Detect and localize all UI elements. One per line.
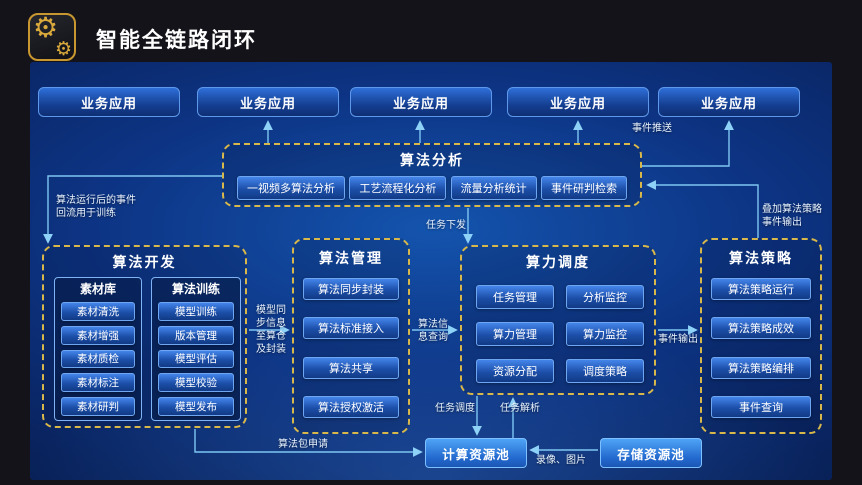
training-item: 模型发布 <box>158 397 234 416</box>
scheduling-item: 调度策略 <box>566 359 644 383</box>
material-item: 素材增强 <box>61 325 135 345</box>
label-event-push: 事件推送 <box>632 123 672 134</box>
training-box: 算法训练 模型训练 版本管理 模型评估 模型校验 模型发布 <box>151 277 241 421</box>
scheduling-item: 分析监控 <box>566 285 644 309</box>
page-title: 智能全链路闭环 <box>96 29 257 52</box>
app-box-3: 业务应用 <box>350 87 492 117</box>
label-task-dispatch: 任务下发 <box>426 220 466 231</box>
material-item: 素材质检 <box>61 349 135 369</box>
strategy-item: 算法策略编排 <box>711 356 811 379</box>
analysis-items: 一视频多算法分析 工艺流程化分析 流量分析统计 事件研判检索 <box>224 176 640 200</box>
label-task-parse: 任务解析 <box>500 403 540 414</box>
label-strategy-overlay: 叠加算法策略 事件输出 <box>762 204 822 228</box>
label-model-sync: 模型同 步信息 至算仓 及封装 <box>256 305 286 355</box>
management-item: 算法授权激活 <box>303 395 399 418</box>
material-item: 素材标注 <box>61 373 135 393</box>
analysis-section: 算法分析 一视频多算法分析 工艺流程化分析 流量分析统计 事件研判检索 <box>222 143 642 207</box>
label-task-schedule: 任务调度 <box>435 403 475 414</box>
material-library-box: 素材库 素材清洗 素材增强 素材质检 素材标注 素材研判 <box>54 277 142 421</box>
label-event-backflow: 算法运行后的事件 回流用于训练 <box>56 195 136 219</box>
management-item: 算法同步封装 <box>303 278 399 300</box>
gear-icon: ⚙ <box>33 12 59 43</box>
training-item: 模型校验 <box>158 373 234 393</box>
training-title: 算法训练 <box>171 282 220 296</box>
training-item: 模型评估 <box>158 349 234 369</box>
label-algo-info-query: 算法信 息查询 <box>418 319 448 343</box>
material-item: 素材清洗 <box>61 302 135 321</box>
scheduling-item: 任务管理 <box>476 285 554 309</box>
training-item: 版本管理 <box>158 325 234 345</box>
training-item: 模型训练 <box>158 302 234 321</box>
scheduling-item: 资源分配 <box>476 359 554 383</box>
app-box-4: 业务应用 <box>507 87 649 117</box>
strategy-item: 算法策略成效 <box>711 317 811 340</box>
analysis-item: 事件研判检索 <box>540 176 627 200</box>
management-item: 算法共享 <box>303 356 399 379</box>
scheduling-section: 算力调度 任务管理 分析监控 算力管理 算力监控 资源分配 调度策略 <box>460 245 656 395</box>
gear-icon: ⚙ <box>54 39 72 60</box>
logo-badge: ⚙ ⚙ <box>28 12 76 61</box>
scheduling-item: 算力管理 <box>476 322 554 346</box>
analysis-item: 一视频多算法分析 <box>237 176 345 200</box>
app-box-5: 业务应用 <box>658 87 800 117</box>
analysis-item: 工艺流程化分析 <box>349 176 447 200</box>
label-media: 录像、图片 <box>536 455 586 466</box>
development-section: 算法开发 素材库 素材清洗 素材增强 素材质检 素材标注 素材研判 算法训练 模… <box>42 245 247 428</box>
strategy-section: 算法策略 算法策略运行 算法策略成效 算法策略编排 事件查询 <box>700 238 822 434</box>
analysis-title: 算法分析 <box>400 152 464 168</box>
strategy-item: 事件查询 <box>711 395 811 418</box>
material-item: 素材研判 <box>61 397 135 416</box>
compute-pool: 计算资源池 <box>425 438 527 468</box>
storage-pool: 存储资源池 <box>600 438 702 468</box>
strategy-item: 算法策略运行 <box>711 278 811 300</box>
management-item: 算法标准接入 <box>303 317 399 340</box>
app-box-2: 业务应用 <box>197 87 339 117</box>
scheduling-item: 算力监控 <box>566 322 644 346</box>
label-package-apply: 算法包申请 <box>278 439 328 450</box>
management-title: 算法管理 <box>319 250 383 266</box>
development-title: 算法开发 <box>112 254 177 270</box>
management-section: 算法管理 算法同步封装 算法标准接入 算法共享 算法授权激活 <box>292 238 410 434</box>
analysis-item: 流量分析统计 <box>450 176 537 200</box>
strategy-title: 算法策略 <box>729 250 793 266</box>
app-box-1: 业务应用 <box>38 87 180 117</box>
label-event-output: 事件输出 <box>658 334 698 345</box>
material-library-title: 素材库 <box>79 282 116 296</box>
scheduling-title: 算力调度 <box>526 254 590 270</box>
